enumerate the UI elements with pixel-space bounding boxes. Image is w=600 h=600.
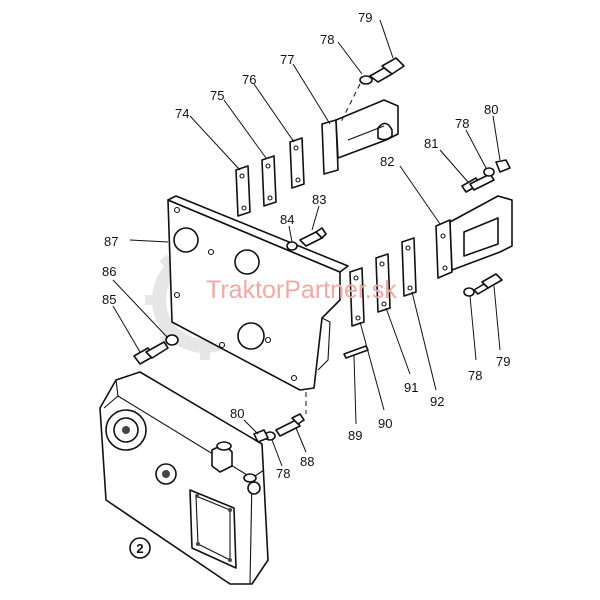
callout-80-bottom: 80 bbox=[230, 406, 244, 421]
bolt-88 bbox=[275, 413, 305, 437]
callout-78-bottom-right: 78 bbox=[468, 368, 482, 383]
callout-84: 84 bbox=[280, 212, 294, 227]
assembly-number: 2 bbox=[136, 541, 143, 556]
bolt-79-bottom bbox=[473, 273, 503, 295]
washer-84 bbox=[286, 241, 298, 251]
callout-77: 77 bbox=[280, 52, 294, 67]
washer-78-top bbox=[359, 75, 373, 85]
bolt-83 bbox=[299, 227, 327, 247]
callout-78-top: 78 bbox=[320, 32, 334, 47]
watermark-text: TraktorPartner.sk bbox=[206, 276, 397, 304]
shim-92 bbox=[401, 237, 417, 297]
callout-86: 86 bbox=[102, 264, 116, 279]
gearbox-housing bbox=[99, 371, 269, 585]
pin-89 bbox=[343, 345, 369, 359]
callout-79-bottom-right: 79 bbox=[496, 354, 510, 369]
bolt-79-top bbox=[369, 57, 405, 83]
shim-90 bbox=[349, 267, 365, 327]
callout-92: 92 bbox=[430, 394, 444, 409]
callout-78-right: 78 bbox=[455, 116, 469, 131]
leader-lines bbox=[112, 19, 501, 467]
washer-78-right bbox=[483, 167, 495, 177]
callout-75: 75 bbox=[210, 88, 224, 103]
callout-79-top: 79 bbox=[358, 10, 372, 25]
washer-78-bottom-right bbox=[463, 287, 475, 297]
callout-78-bottom: 78 bbox=[276, 466, 290, 481]
shim-75 bbox=[261, 155, 277, 207]
callout-85: 85 bbox=[102, 292, 116, 307]
callout-labels: 79 78 77 76 75 74 80 78 81 82 83 84 87 8… bbox=[102, 10, 510, 481]
nut-80-right bbox=[495, 159, 511, 173]
callout-91: 91 bbox=[404, 380, 418, 395]
callout-82: 82 bbox=[380, 154, 394, 169]
callout-89: 89 bbox=[348, 428, 362, 443]
bracket-77 bbox=[321, 99, 399, 175]
bolt-81 bbox=[461, 173, 495, 193]
shim-76 bbox=[289, 137, 305, 189]
callout-87: 87 bbox=[104, 234, 118, 249]
callout-80-right: 80 bbox=[484, 102, 498, 117]
callout-83: 83 bbox=[312, 192, 326, 207]
assembly-line bbox=[339, 83, 361, 125]
callout-88: 88 bbox=[300, 454, 314, 469]
bolt-85 bbox=[133, 341, 169, 365]
washer-86 bbox=[165, 334, 179, 346]
callout-90: 90 bbox=[378, 416, 392, 431]
shim-74 bbox=[235, 165, 251, 217]
assembly-number-badge: 2 bbox=[129, 537, 151, 559]
main-plate bbox=[167, 195, 349, 391]
callout-81: 81 bbox=[424, 136, 438, 151]
callout-76: 76 bbox=[242, 72, 256, 87]
bracket-82 bbox=[435, 195, 513, 279]
shim-91 bbox=[375, 253, 391, 313]
callout-74: 74 bbox=[175, 106, 189, 121]
